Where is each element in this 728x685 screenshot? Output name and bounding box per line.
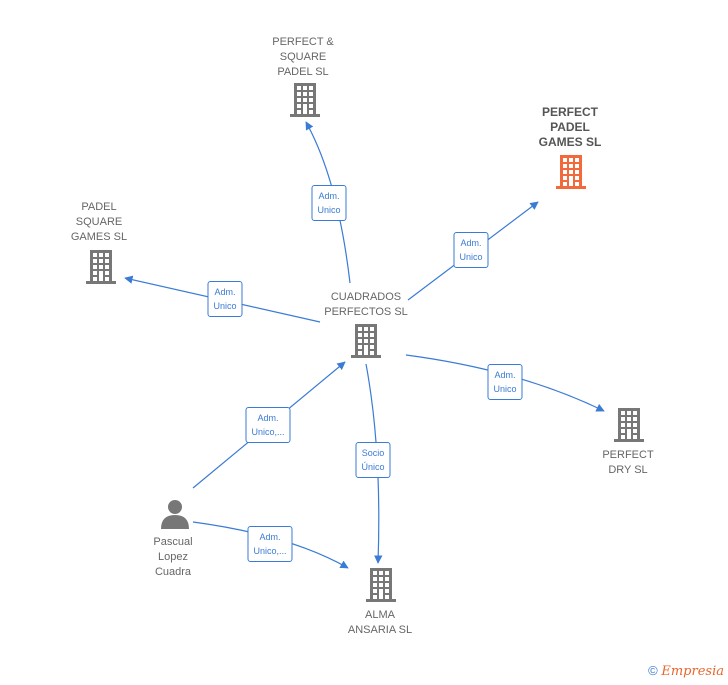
- building-icon-alma[interactable]: [366, 568, 396, 602]
- copyright-symbol: ©: [648, 663, 658, 678]
- node-label-perfect-dry[interactable]: PERFECT DRY SL: [602, 449, 654, 476]
- edge-label-pascual-to-cuadrados[interactable]: Adm. Unico,...: [245, 407, 291, 443]
- building-icon-perfect-dry[interactable]: [614, 408, 644, 442]
- edge-label-cuadrados-to-perfect-square[interactable]: Adm. Unico: [311, 185, 347, 221]
- building-icon-perfect-padel-games[interactable]: [556, 155, 586, 189]
- building-icon-cuadrados[interactable]: [351, 324, 381, 358]
- node-label-alma[interactable]: ALMA ANSARIA SL: [347, 609, 413, 636]
- node-label-perfect-square[interactable]: PERFECT & SQUARE PADEL SL: [272, 36, 334, 78]
- building-icon-padel-square[interactable]: [86, 250, 116, 284]
- edge-label-cuadrados-to-alma[interactable]: Socio Único: [355, 442, 391, 478]
- edge-label-pascual-to-alma[interactable]: Adm. Unico,...: [247, 526, 293, 562]
- node-label-cuadrados[interactable]: CUADRADOS PERFECTOS SL: [324, 291, 408, 318]
- nodes-layer: [86, 83, 644, 602]
- node-label-pascual[interactable]: Pascual Lopez Cuadra: [153, 536, 193, 578]
- person-icon-pascual[interactable]: [161, 500, 189, 529]
- edge-label-cuadrados-to-perfect-padel-games[interactable]: Adm. Unico: [453, 232, 489, 268]
- edge-label-cuadrados-to-perfect-dry[interactable]: Adm. Unico: [487, 364, 523, 400]
- brand-name[interactable]: Empresia: [661, 664, 724, 679]
- node-label-padel-square[interactable]: PADEL SQUARE GAMES SL: [70, 201, 128, 243]
- footer: © Empresia: [648, 663, 724, 679]
- node-label-perfect-padel-games[interactable]: PERFECT PADEL GAMES SL: [538, 105, 602, 149]
- edge-label-cuadrados-to-padel-square[interactable]: Adm. Unico: [207, 281, 243, 317]
- building-icon-perfect-square[interactable]: [290, 83, 320, 117]
